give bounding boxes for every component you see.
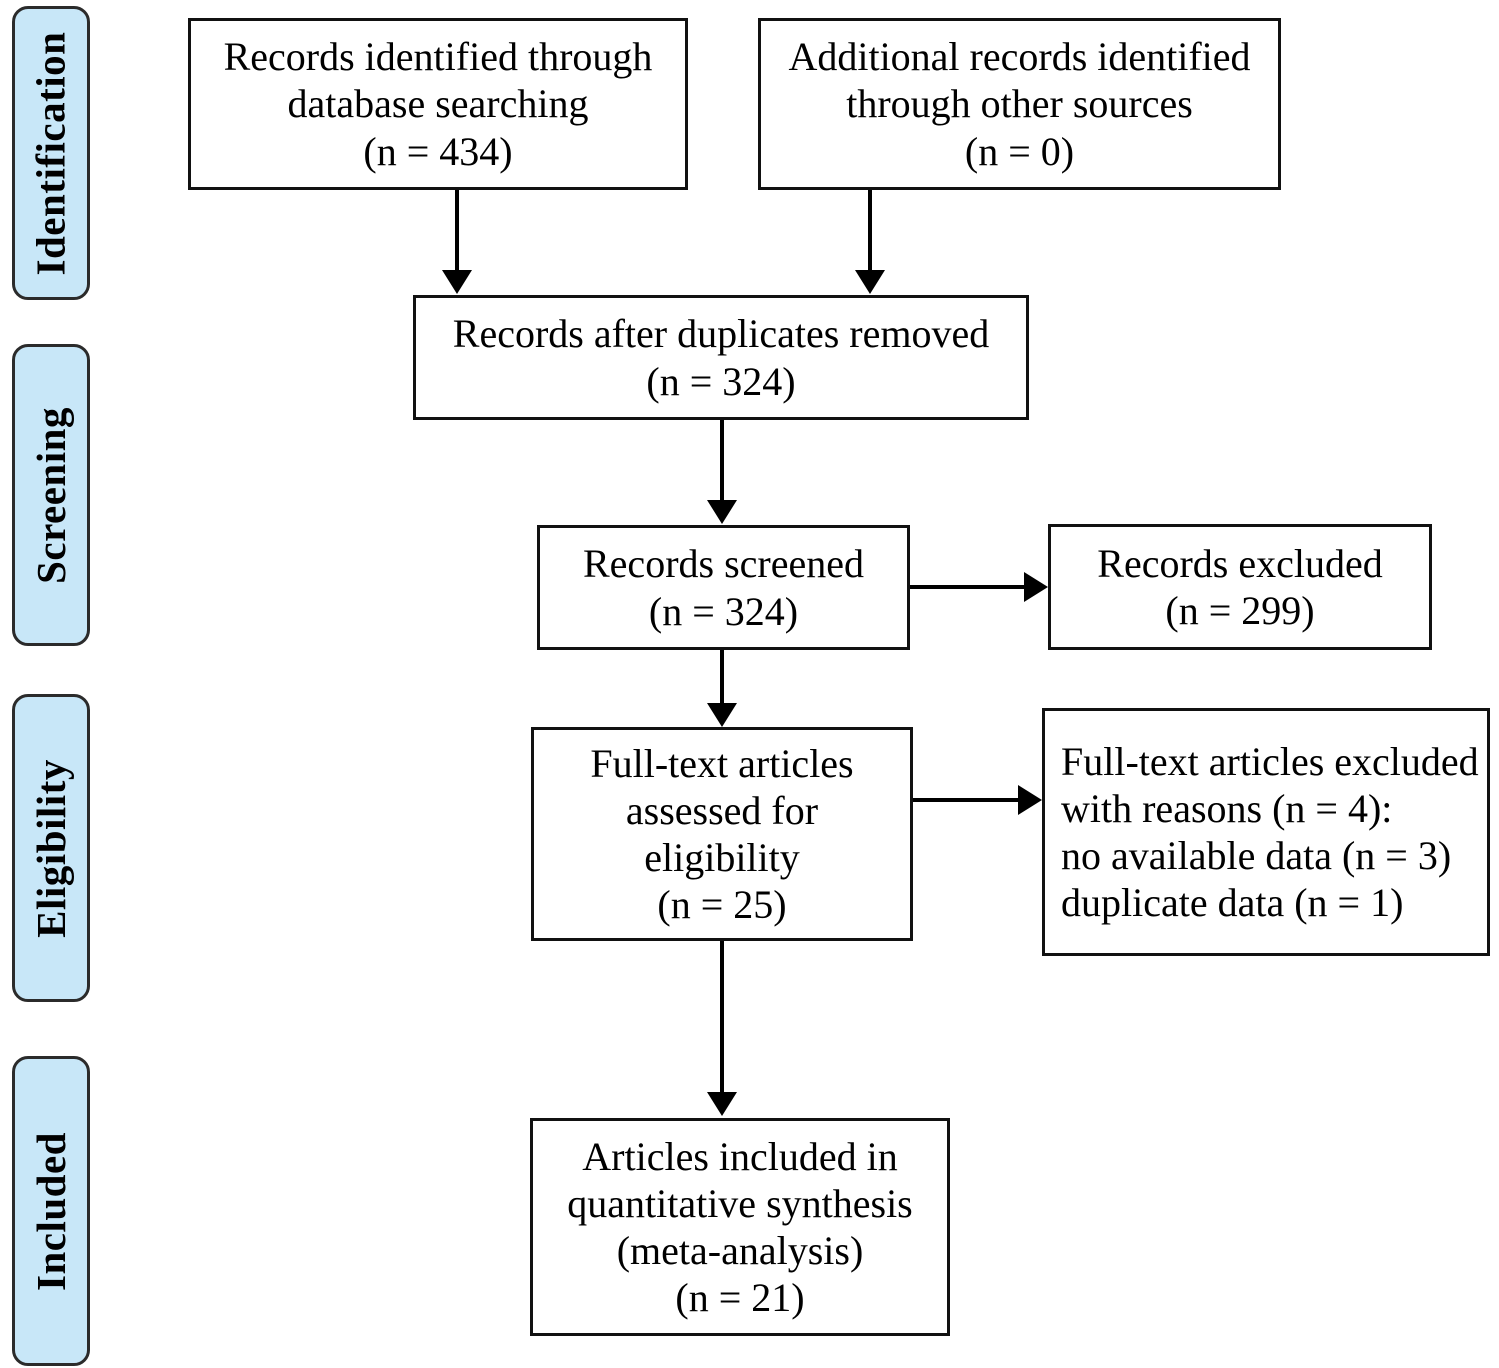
stage-label-included-text: Included: [27, 1131, 74, 1291]
box-fulltext-assessed: Full-text articles assessed for eligibil…: [531, 727, 913, 941]
stage-label-eligibility: Eligibility: [12, 694, 90, 1002]
stage-label-screening-text: Screening: [27, 406, 74, 584]
arrowhead-fulltext-to-excluded: [1018, 785, 1042, 815]
stage-label-screening: Screening: [12, 344, 90, 646]
box-records-other-sources-line-2: through other sources: [846, 81, 1193, 127]
box-articles-included-line-2: quantitative synthesis: [567, 1180, 913, 1226]
box-fulltext-assessed-line-2: assessed for: [625, 787, 819, 833]
connector-fulltext-to-excluded: [913, 798, 1023, 802]
box-records-screened-line-1: Records screened: [583, 541, 864, 587]
box-records-screened: Records screened (n = 324): [537, 525, 910, 650]
connector-screened-to-excluded: [910, 585, 1028, 589]
box-records-other-sources-line-1: Additional records identified: [788, 34, 1251, 80]
box-records-excluded-line-1: Records excluded: [1097, 540, 1383, 586]
box-fulltext-assessed-line-1: Full-text articles: [590, 740, 854, 786]
box-articles-included-line-1: Articles included in: [582, 1133, 898, 1179]
box-fulltext-excluded-line-2: with reasons (n = 4):: [1061, 785, 1393, 831]
connector-other-sources-to-duplicates: [868, 190, 872, 272]
box-records-excluded-count: (n = 299): [1165, 588, 1315, 633]
stage-label-identification: Identification: [12, 6, 90, 300]
stage-label-eligibility-text: Eligibility: [27, 758, 74, 938]
box-fulltext-excluded-line-1: Full-text articles excluded: [1061, 738, 1479, 784]
box-records-excluded: Records excluded (n = 299): [1048, 524, 1432, 650]
stage-label-identification-text: Identification: [27, 31, 74, 275]
arrowhead-other-sources-to-duplicates: [855, 270, 885, 294]
box-records-database-line-2: database searching: [287, 81, 589, 127]
box-articles-included: Articles included in quantitative synthe…: [530, 1118, 950, 1336]
arrowhead-fulltext-to-included: [707, 1092, 737, 1116]
arrowhead-duplicates-to-screened: [707, 500, 737, 524]
box-fulltext-assessed-line-3: eligibility: [644, 835, 800, 880]
box-fulltext-excluded: Full-text articles excluded with reasons…: [1042, 708, 1490, 956]
box-articles-included-count: (n = 21): [675, 1275, 805, 1321]
box-records-other-sources: Additional records identified through ot…: [758, 18, 1281, 190]
connector-database-to-duplicates: [455, 190, 459, 272]
connector-duplicates-to-screened: [720, 420, 724, 502]
box-records-other-sources-count: (n = 0): [964, 128, 1075, 174]
connector-fulltext-to-included: [720, 941, 724, 1094]
box-duplicates-removed-line-1: Records after duplicates removed: [452, 311, 990, 357]
connector-screened-to-fulltext: [720, 650, 724, 705]
box-fulltext-excluded-reason-1: no available data (n = 3): [1061, 833, 1452, 878]
box-records-database: Records identified through database sear…: [188, 18, 688, 190]
box-records-database-line-1: Records identified through: [223, 34, 653, 80]
stage-label-included: Included: [12, 1056, 90, 1366]
box-records-screened-count: (n = 324): [648, 588, 799, 634]
box-duplicates-removed-count: (n = 324): [646, 358, 796, 404]
box-duplicates-removed: Records after duplicates removed (n = 32…: [413, 295, 1029, 420]
box-records-database-count: (n = 434): [363, 128, 513, 174]
arrowhead-screened-to-excluded: [1024, 572, 1048, 602]
box-fulltext-assessed-count: (n = 25): [657, 882, 787, 928]
arrowhead-screened-to-fulltext: [707, 703, 737, 727]
box-articles-included-line-3: (meta-analysis): [616, 1228, 864, 1273]
arrowhead-database-to-duplicates: [442, 270, 472, 294]
box-fulltext-excluded-reason-2: duplicate data (n = 1): [1061, 880, 1404, 926]
